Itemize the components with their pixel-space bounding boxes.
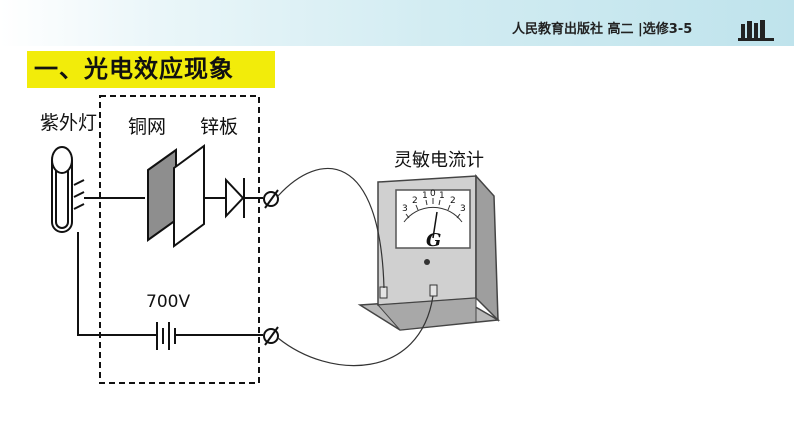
wire-bottom-to-meter [277,295,434,367]
zinc-plate-label: 锌板 [200,116,239,138]
galvanometer-symbol: G [426,230,441,251]
copper-mesh [147,148,177,242]
wire-top-to-meter [277,167,385,289]
section-title: 一、光电效应现象 [34,55,234,83]
scale-tick: 1 [422,191,428,201]
terminal-bottom [263,326,279,346]
galvanometer-needle [432,211,438,239]
battery [156,322,176,350]
books-icon [738,20,774,41]
dashed-enclosure [99,95,260,384]
header-band [0,0,794,46]
diode [225,177,245,219]
scale-tick: 2 [412,196,418,206]
terminal-top [263,189,279,209]
voltage-label: 700V [146,292,191,312]
scale-tick: 1 [439,191,445,201]
galvanometer [357,174,501,331]
wire-left [77,232,157,336]
uv-lamp [51,146,73,233]
scale-tick: 0 [430,189,436,199]
scale-tick: 2 [450,196,456,206]
galvanometer-label: 灵敏电流计 [394,150,484,171]
light-rays [73,179,85,210]
scale-tick: 3 [460,204,466,214]
galvanometer-scale: 3 2 1 0 1 2 3 [402,189,466,214]
uv-lamp-label: 紫外灯 [40,112,98,134]
publisher-info: 人民教育出版社 高二 |选修3-5 [512,22,693,37]
title-highlight [27,51,275,88]
scale-tick: 3 [402,204,408,214]
zinc-plate [173,144,205,248]
copper-mesh-label: 铜网 [128,116,167,138]
